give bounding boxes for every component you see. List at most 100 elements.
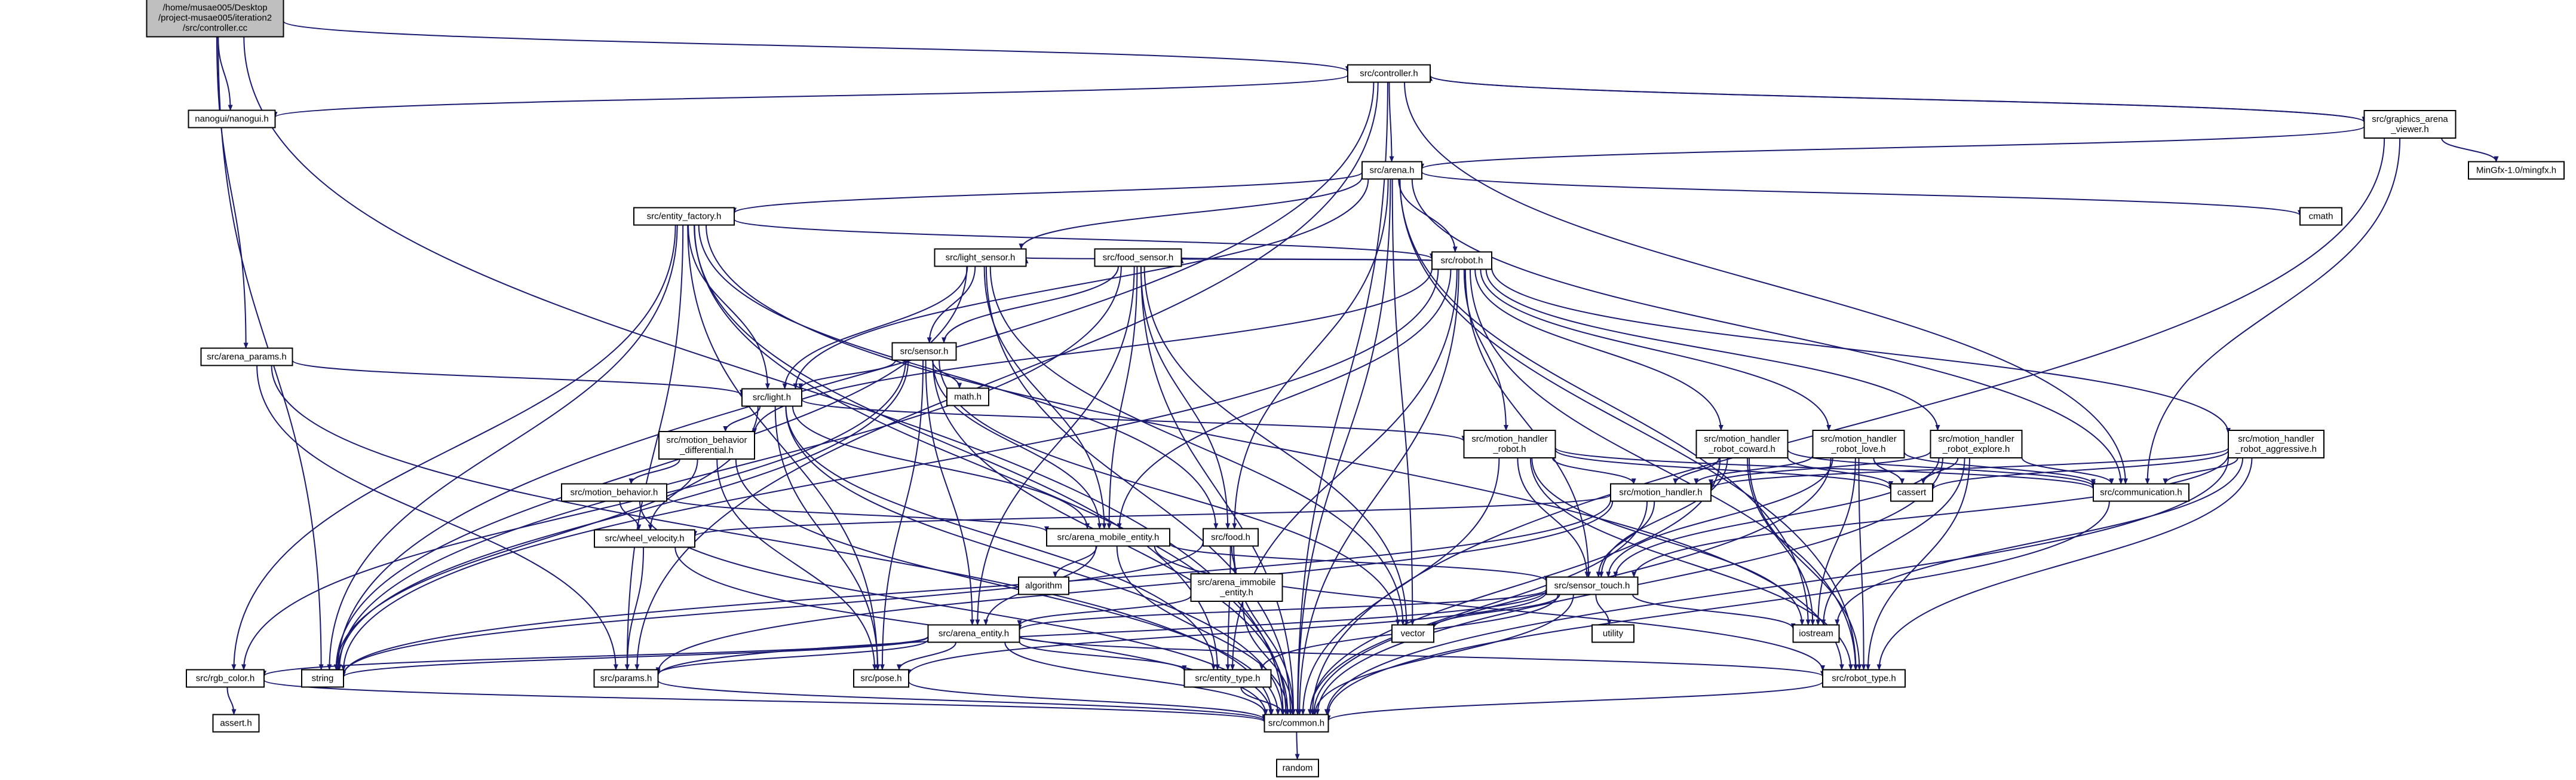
edge-sensor_touch-to-params bbox=[655, 590, 1547, 676]
edge-entity_factory-to-light_h bbox=[688, 225, 770, 390]
node-box bbox=[2468, 161, 2565, 180]
edge-sensor_h-to-light_h bbox=[798, 360, 896, 390]
edge-light_h-to-common bbox=[785, 406, 1285, 715]
edge-motion_handler-to-wheel_velocity bbox=[692, 494, 1611, 537]
node-box bbox=[2228, 430, 2324, 458]
node-root[interactable]: /home/musae005/Desktop/project-musae005/… bbox=[146, 0, 284, 38]
node-box bbox=[593, 669, 659, 688]
node-light-h[interactable]: src/light.h bbox=[741, 388, 802, 407]
node-label: random bbox=[1283, 763, 1313, 773]
node-sensor-touch[interactable]: src/sensor_touch.h bbox=[1545, 576, 1639, 595]
edge-motion_handler-to-string bbox=[341, 499, 1611, 677]
edge-robot_h-to-mh_love bbox=[1480, 269, 1832, 431]
node-label: src/motion_handler bbox=[1471, 434, 1548, 444]
edge-food_h-to-string bbox=[341, 542, 1204, 676]
dependency-nodes: /home/musae005/Desktop/project-musae005/… bbox=[146, 0, 2565, 778]
node-sensor-h[interactable]: src/sensor.h bbox=[891, 342, 957, 361]
edge-mh_explore-to-iostream bbox=[1821, 457, 1965, 626]
node-common[interactable]: src/common.h bbox=[1264, 714, 1329, 733]
node-label: assert.h bbox=[220, 718, 252, 729]
node-mh-explore[interactable]: src/motion_handler_robot_explore.h bbox=[1930, 430, 2023, 458]
edge-arena_h-to-robot_type bbox=[1399, 179, 1859, 671]
edge-entity_factory-to-pose bbox=[687, 225, 880, 671]
node-label: src/common.h bbox=[1268, 718, 1324, 729]
node-controller-h[interactable]: src/controller.h bbox=[1347, 64, 1431, 83]
node-mh-aggr[interactable]: src/motion_handler_robot_aggressive.h bbox=[2228, 430, 2324, 458]
node-box bbox=[1695, 430, 1789, 458]
node-graphics[interactable]: src/graphics_arena_viewer.h bbox=[2363, 110, 2457, 139]
node-entity-factory[interactable]: src/entity_factory.h bbox=[633, 207, 735, 226]
dependency-edges bbox=[216, 20, 2499, 760]
node-pose[interactable]: src/pose.h bbox=[853, 669, 909, 688]
node-mb-diff[interactable]: src/motion_behavior_differential.h bbox=[658, 431, 755, 460]
edge-light_h-to-pose bbox=[774, 406, 881, 671]
edge-sensor_h-to-pose bbox=[879, 360, 924, 671]
edge-mh_robot-to-sensor_touch bbox=[1517, 457, 1590, 578]
node-mh-robot[interactable]: src/motion_handler_robot.h bbox=[1463, 430, 1556, 458]
edge-arena_entity-to-common bbox=[1004, 642, 1268, 715]
node-entity-type[interactable]: src/entity_type.h bbox=[1183, 669, 1272, 688]
node-label: src/food_sensor.h bbox=[1103, 253, 1173, 263]
node-rgb-color[interactable]: src/rgb_color.h bbox=[186, 669, 265, 688]
edge-light_h-to-mb_diff bbox=[723, 406, 761, 432]
node-vector: vector bbox=[1391, 624, 1434, 643]
node-arena-mobile[interactable]: src/arena_mobile_entity.h bbox=[1046, 528, 1170, 547]
edge-motion_handler-to-params bbox=[655, 501, 1614, 674]
edge-arena_mobile-to-sensor_touch bbox=[1169, 543, 1549, 582]
edge-light_h-to-mh_robot bbox=[801, 399, 1467, 442]
node-robot-h[interactable]: src/robot.h bbox=[1431, 251, 1492, 270]
node-label: src/sensor_touch.h bbox=[1554, 581, 1630, 591]
edge-motion_behavior-to-arena_mobile bbox=[666, 497, 1049, 533]
node-light-sensor[interactable]: src/light_sensor.h bbox=[934, 248, 1027, 267]
node-label: src/robot.h bbox=[1441, 256, 1483, 266]
node-food-h[interactable]: src/food.h bbox=[1203, 528, 1259, 547]
node-label: iostream bbox=[1799, 629, 1833, 639]
node-params[interactable]: src/params.h bbox=[593, 669, 659, 688]
node-label: src/arena_params.h bbox=[207, 352, 286, 362]
node-arena-h[interactable]: src/arena.h bbox=[1361, 161, 1422, 180]
node-box bbox=[212, 714, 260, 733]
node-label: utility bbox=[1603, 629, 1624, 639]
node-wheel-velocity[interactable]: src/wheel_velocity.h bbox=[594, 529, 695, 548]
edge-sensor_h-to-arena_mobile bbox=[932, 360, 1102, 530]
node-motion-handler[interactable]: src/motion_handler.h bbox=[1610, 483, 1712, 502]
edge-arena_immobile-to-common bbox=[1242, 601, 1295, 715]
node-label: src/motion_handler bbox=[1820, 434, 1897, 444]
node-arena-params[interactable]: src/arena_params.h bbox=[200, 347, 293, 366]
node-food-sensor[interactable]: src/food_sensor.h bbox=[1094, 248, 1182, 267]
edge-motion_handler-to-sensor_touch bbox=[1596, 501, 1655, 578]
node-label: src/wheel_velocity.h bbox=[605, 534, 684, 544]
edge-sensor_touch-to-iostream bbox=[1632, 594, 1796, 629]
node-box bbox=[853, 669, 909, 688]
edge-food_sensor-to-common bbox=[1140, 266, 1296, 715]
edge-food_sensor-to-arena_entity bbox=[975, 266, 1135, 626]
node-string: string bbox=[301, 669, 344, 688]
edge-common-to-random bbox=[1295, 732, 1300, 760]
node-arena-immobile[interactable]: src/arena_immobile_entity.h bbox=[1190, 573, 1283, 602]
node-mh-love[interactable]: src/motion_handler_robot_love.h bbox=[1812, 430, 1905, 458]
node-box bbox=[891, 342, 957, 361]
node-robot-type[interactable]: src/robot_type.h bbox=[1822, 669, 1906, 688]
node-box bbox=[1822, 669, 1906, 688]
edge-mh_robot-to-cassert bbox=[1554, 449, 1893, 491]
node-arena-entity[interactable]: src/arena_entity.h bbox=[927, 624, 1020, 643]
edge-mh_aggr-to-sensor_touch bbox=[1632, 454, 2229, 578]
node-label: src/motion_behavior.h bbox=[571, 488, 658, 498]
node-mh-coward[interactable]: src/motion_handler_robot_coward.h bbox=[1695, 430, 1789, 458]
node-label: _differential.h bbox=[679, 445, 734, 455]
node-assert-h: assert.h bbox=[212, 714, 260, 733]
node-label: src/arena_immobile bbox=[1198, 577, 1276, 588]
node-communication[interactable]: src/communication.h bbox=[2093, 483, 2189, 502]
edge-mh_robot-to-motion_handler bbox=[1551, 457, 1636, 485]
edge-wheel_velocity-to-params bbox=[624, 547, 645, 671]
node-label: src/controller.h bbox=[1360, 69, 1418, 79]
node-label: src/graphics_arena bbox=[2372, 114, 2448, 124]
edge-sensor_h-to-vector bbox=[939, 360, 1400, 626]
edge-mh_love-to-communication bbox=[1903, 451, 2096, 485]
node-box bbox=[301, 669, 344, 688]
edge-sensor_h-to-arena_entity bbox=[925, 360, 975, 626]
node-box bbox=[1264, 714, 1329, 733]
node-label: cassert bbox=[1897, 488, 1927, 498]
node-label: src/light.h bbox=[753, 393, 791, 403]
node-motion-behavior[interactable]: src/motion_behavior.h bbox=[561, 483, 667, 502]
